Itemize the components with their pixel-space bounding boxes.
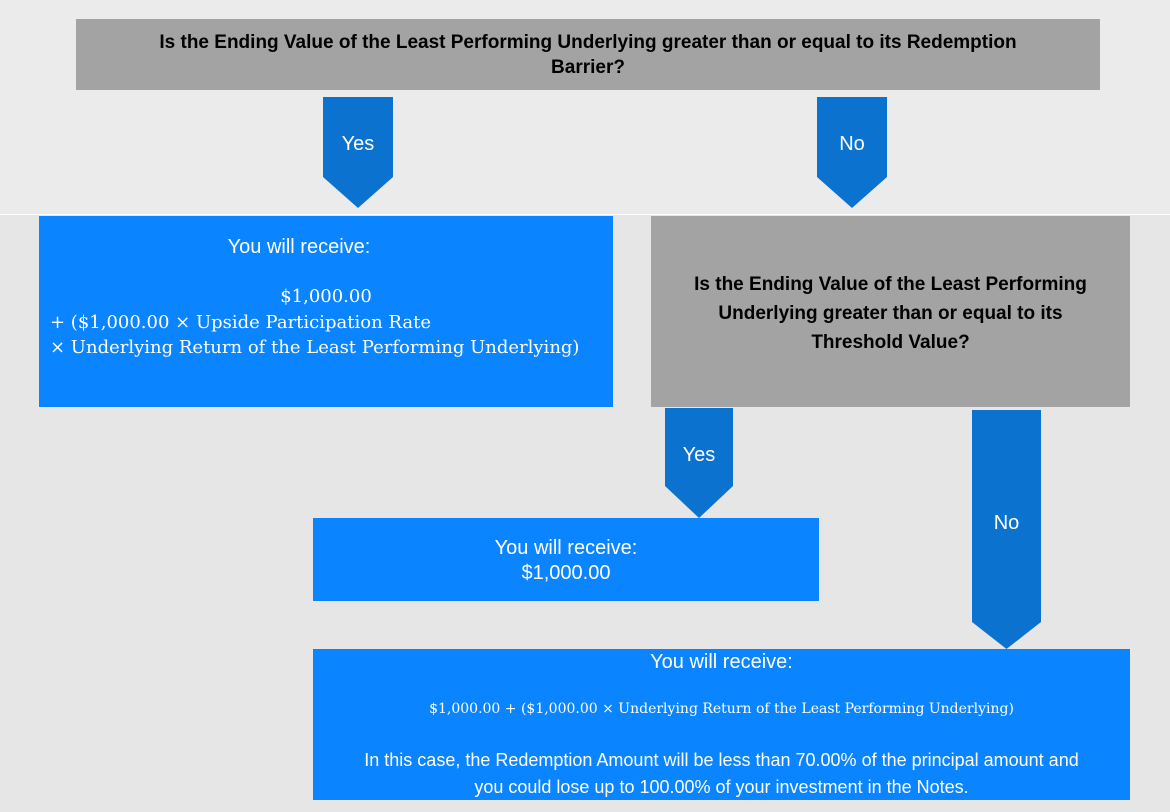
question-1-line-2: Barrier?	[551, 57, 625, 78]
question-2-line-1: Is the Ending Value of the Least Perform…	[694, 274, 1087, 295]
band-divider	[0, 214, 1170, 215]
question-redemption-barrier: Is the Ending Value of the Least Perform…	[76, 19, 1100, 90]
payout-loss-note-line-1: In this case, the Redemption Amount will…	[364, 750, 1079, 770]
payout-principal-box: You will receive: $1,000.00	[313, 518, 819, 601]
payout-principal-heading: You will receive:	[494, 537, 638, 559]
payout-loss-note-line-2: you could lose up to 100.00% of your inv…	[474, 777, 969, 797]
yes-label-2: Yes	[682, 444, 716, 466]
payout-loss-heading: You will receive:	[650, 651, 793, 673]
yes-label-1: Yes	[341, 133, 375, 155]
payout-upside-return: × Underlying Return of the Least Perform…	[50, 337, 580, 358]
question-threshold-value: Is the Ending Value of the Least Perform…	[651, 216, 1130, 407]
no-label-1: No	[839, 133, 865, 155]
payout-upside-box: You will receive: $1,000.00 + ($1,000.00…	[39, 216, 613, 407]
question-2-line-2: Underlying greater than or equal to its	[718, 303, 1063, 324]
payout-upside-base: $1,000.00	[280, 286, 372, 307]
yes-arrow-2	[665, 408, 733, 518]
payout-principal-amount: $1,000.00	[521, 562, 611, 584]
payout-loss-box: You will receive: $1,000.00 + ($1,000.00…	[313, 649, 1130, 800]
payout-upside-participation: + ($1,000.00 × Upside Participation Rate	[50, 312, 431, 333]
question-1-line-1: Is the Ending Value of the Least Perform…	[159, 32, 1017, 53]
payout-upside-heading: You will receive:	[227, 236, 371, 258]
question-2-line-3: Threshold Value?	[811, 332, 970, 353]
no-arrow-2	[972, 410, 1041, 649]
no-arrow-1	[817, 97, 887, 208]
yes-arrow-1	[323, 97, 393, 208]
payout-loss-formula: $1,000.00 + ($1,000.00 × Underlying Retu…	[429, 701, 1014, 717]
no-label-2: No	[993, 512, 1020, 534]
